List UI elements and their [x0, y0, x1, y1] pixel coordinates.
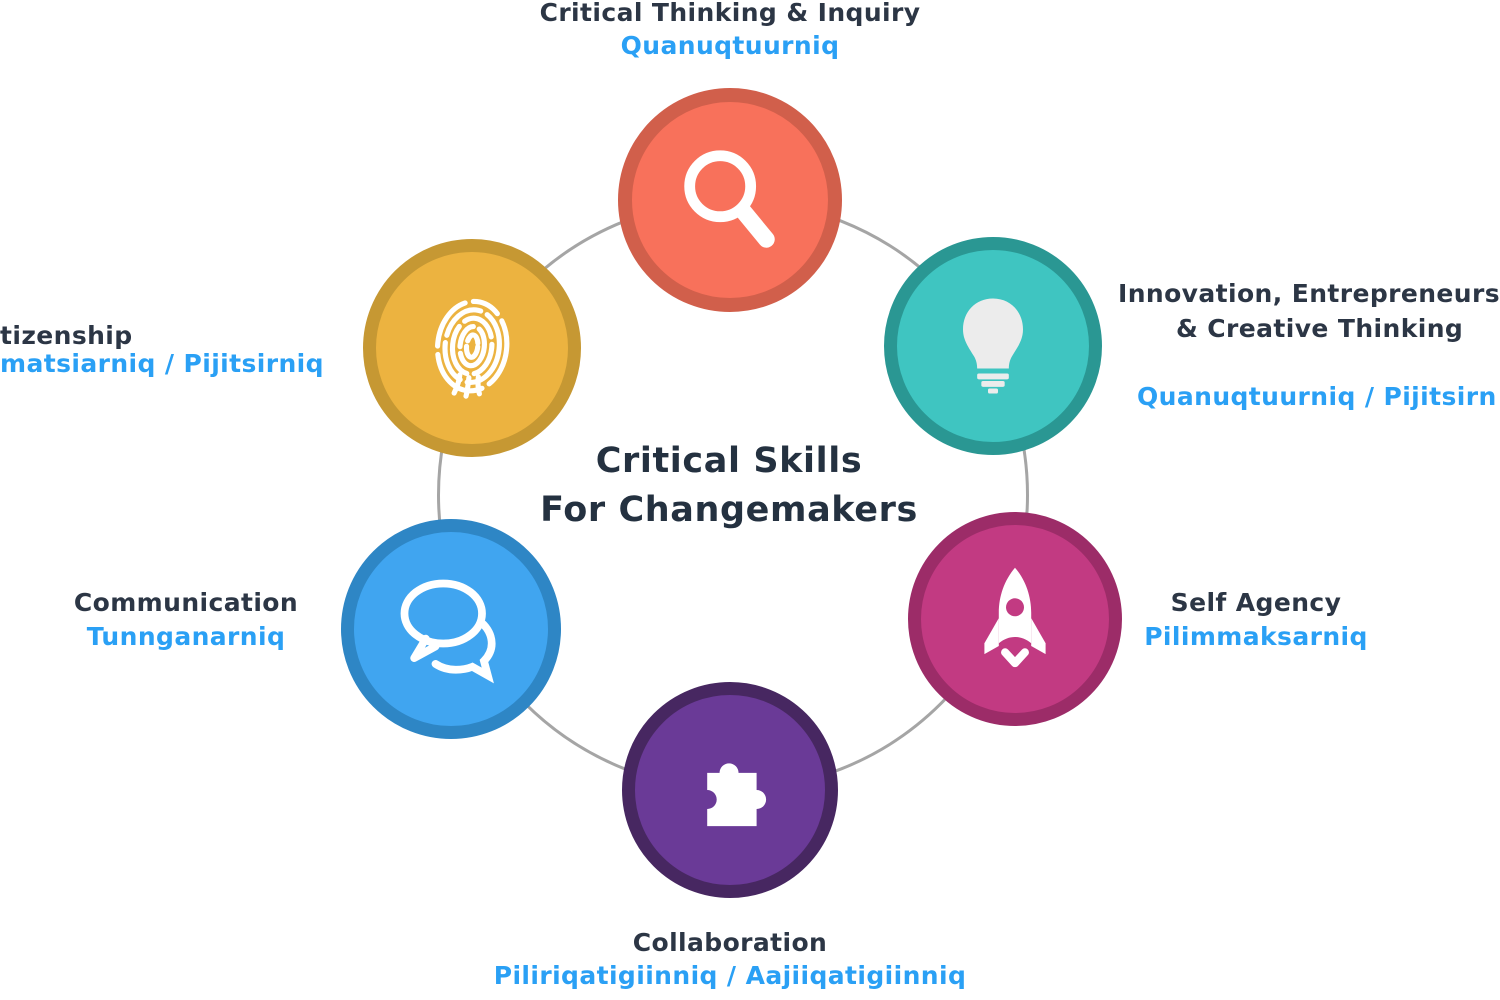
label-citizenship: tizenship: [0, 321, 133, 350]
node-innovation: [884, 237, 1102, 455]
lightbulb-icon: [963, 298, 1023, 394]
page-title: Critical Skills For Changemakers: [540, 437, 918, 535]
node-inuktitut-label: Quanuqtuurniq: [620, 31, 840, 60]
title-line2: For Changemakers: [540, 490, 918, 530]
label-communication: Communication Tunnganarniq: [74, 586, 298, 654]
node-inuktitut-label: Tunnganarniq: [86, 622, 286, 651]
node-inuktitut-label: Pilimmaksarniq: [1144, 622, 1368, 651]
node-citizenship: [363, 239, 581, 457]
rocket-icon: [984, 567, 1046, 668]
magnifier-icon: [684, 150, 775, 248]
label-collaboration: Collaboration Piliriqatigiinniq / Aajiiq…: [494, 926, 967, 992]
node-label: Critical Thinking & Inquiry: [539, 0, 921, 27]
node-label: Self Agency: [1170, 588, 1342, 617]
puzzle-icon: [707, 763, 767, 827]
node-label: Collaboration: [632, 928, 828, 957]
label-innovation-line2: & Creative Thinking: [1176, 314, 1464, 343]
node-collaboration: [622, 682, 838, 898]
label-innovation-line1: Innovation, Entrepreneurs: [1118, 279, 1500, 308]
label-critical-thinking: Critical Thinking & Inquiry Quanuqtuurni…: [540, 0, 921, 62]
node-inuktitut-label: Piliriqatigiinniq / Aajiiqatigiinniq: [493, 961, 967, 990]
label-innovation-inuktitut: Quanuqtuurniq / Pijitsirn: [1137, 382, 1497, 411]
node-communication: [341, 519, 561, 739]
node-critical-thinking: [618, 88, 842, 312]
fingerprint-icon: [434, 298, 510, 399]
title-line1: Critical Skills: [595, 441, 863, 481]
node-self-agency: [908, 512, 1122, 726]
label-citizenship-inuktitut: matsiarniq / Pijitsirniq: [0, 349, 324, 378]
node-label: Communication: [73, 588, 299, 617]
chat-icon: [400, 579, 496, 684]
label-self-agency: Self Agency Pilimmaksarniq: [1144, 586, 1368, 654]
